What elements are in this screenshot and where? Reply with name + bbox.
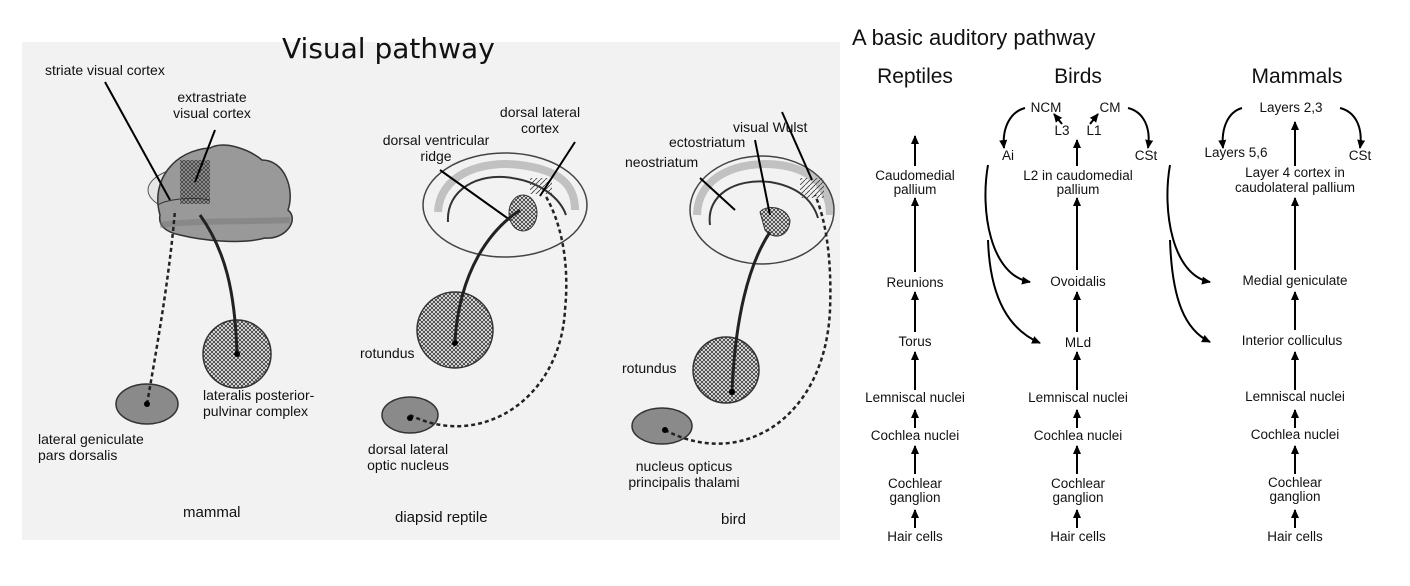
rep-reunions: Reunions — [886, 275, 944, 290]
bird-arrow-ncm-ai — [999, 107, 1026, 149]
bird-l2-2: pallium — [1056, 182, 1100, 197]
label-extrastriate-1: extrastriate — [177, 89, 247, 105]
visual-pathway-panel: Visual pathway striate visual cortex ext… — [22, 32, 840, 540]
bird-hair-cells: Hair cells — [1050, 529, 1106, 544]
bird-mld: MLd — [1064, 335, 1092, 350]
mam-cst: CSt — [1348, 148, 1372, 163]
caption-mammal: mammal — [183, 504, 241, 521]
auditory-arrows — [911, 107, 1366, 528]
mam-arrow-layers23-cst — [1339, 107, 1366, 149]
caption-bird: bird — [721, 511, 747, 528]
bird-ovoidalis: Ovoidalis — [1050, 274, 1106, 289]
label-dvr-2: ridge — [420, 148, 452, 164]
bird-nopt-tract — [664, 194, 832, 445]
bird-l3: L3 — [1054, 123, 1070, 138]
mam-layers56: Layers 5,6 — [1204, 145, 1268, 160]
mammal-lp-tract — [198, 214, 239, 355]
bird-ganglion-1: Cochlear — [1050, 476, 1106, 491]
reptile-cortex — [446, 175, 567, 223]
bird-rotundus — [692, 336, 760, 404]
bird-ganglion-2: ganglion — [1052, 490, 1104, 505]
bird-cst: CSt — [1134, 148, 1158, 163]
rep-ganglion-2: ganglion — [889, 490, 941, 505]
label-lp-1: lateralis posterior- — [203, 387, 315, 403]
label-striate-cortex: striate visual cortex — [45, 62, 165, 78]
header-mammals: Mammals — [1251, 65, 1343, 88]
scan-background — [22, 42, 840, 540]
rep-cochlea: Cochlea nuclei — [870, 428, 960, 443]
bird-l2-1: L2 in caudomedial — [1023, 168, 1133, 183]
bird-arrow-cm-cst — [1127, 107, 1154, 149]
bird-cm: CM — [1099, 100, 1121, 115]
mam-arrow-layers56-medgen — [1166, 164, 1211, 285]
bird-brain — [631, 111, 835, 445]
label-ectostriatum: ectostriatum — [669, 134, 746, 150]
bird-cortex — [708, 180, 819, 226]
bird-ncm: NCM — [1030, 100, 1062, 115]
rep-pallium-2: pallium — [893, 182, 937, 197]
mam-l4-1: Layer 4 cortex in — [1245, 165, 1345, 180]
rep-pallium-1: Caudomedial — [875, 168, 955, 183]
striate-pointer — [104, 81, 171, 201]
header-birds: Birds — [1054, 65, 1102, 88]
bird-arrow-ai-mld — [987, 239, 1041, 344]
mam-cochlea: Cochlea nuclei — [1250, 427, 1340, 442]
mam-ganglion-1: Cochlear — [1267, 475, 1323, 490]
bird-lemniscal: Lemniscal nuclei — [1028, 390, 1128, 405]
mam-arrow-layers56-infcol — [1169, 239, 1211, 343]
auditory-pathway-title: A basic auditory pathway — [852, 25, 1096, 50]
label-reptile-rotundus: rotundus — [360, 345, 415, 361]
label-lgn-2: pars dorsalis — [38, 447, 118, 463]
rep-torus: Torus — [898, 334, 932, 349]
label-dvr-1: dorsal ventricular — [382, 132, 490, 148]
bird-cochlea: Cochlea nuclei — [1033, 428, 1123, 443]
mam-infcol: Interior colliculus — [1241, 333, 1343, 348]
bird-arrow-to-l1 — [1089, 113, 1099, 125]
label-lp-2: pulvinar complex — [203, 403, 309, 419]
mam-medgen: Medial geniculate — [1242, 273, 1348, 288]
bird-l1: L1 — [1086, 123, 1102, 138]
rep-ganglion-1: Cochlear — [887, 476, 943, 491]
label-bird-rotundus: rotundus — [622, 360, 677, 376]
dvr-region — [508, 194, 538, 232]
mammal-brain — [104, 81, 294, 425]
extrastriate-pointer — [194, 129, 216, 183]
label-lgn-1: lateral geniculate — [38, 431, 144, 447]
mam-arrow-layers23-layers56 — [1218, 107, 1243, 149]
label-nopt-1: nucleus opticus — [635, 458, 733, 474]
auditory-pathway-panel: A basic auditory pathway Reptiles Birds … — [840, 0, 1410, 586]
mam-hair-cells: Hair cells — [1267, 529, 1323, 544]
visual-pathway-figure — [22, 42, 840, 540]
caption-reptile: diapsid reptile — [395, 509, 488, 526]
mam-layers23: Layers 2,3 — [1259, 100, 1323, 115]
visual-pathway-title: Visual pathway — [282, 32, 495, 65]
bird-rotundus-tract — [730, 231, 772, 393]
mam-ganglion-2: ganglion — [1269, 489, 1321, 504]
label-dlon-2: optic nucleus — [367, 457, 449, 473]
label-visual-wulst: visual Wulst — [733, 119, 808, 135]
mam-lemniscal: Lemniscal nuclei — [1245, 389, 1345, 404]
nopt-nucleus — [631, 407, 693, 445]
label-neostriatum: neostriatum — [625, 154, 699, 170]
label-dlon-1: dorsal lateral — [367, 441, 449, 457]
reptile-brain — [381, 141, 588, 434]
bird-arrow-ai-ovoidalis — [984, 164, 1031, 285]
label-dlc-1: dorsal lateral — [499, 104, 581, 120]
label-extrastriate-2: visual cortex — [173, 105, 251, 121]
rep-lemniscal: Lemniscal nuclei — [865, 390, 965, 405]
reptile-rotundus-tract — [453, 208, 521, 341]
reptile-dlon-tract — [409, 194, 568, 428]
header-reptiles: Reptiles — [877, 65, 953, 88]
rep-hair-cells: Hair cells — [887, 529, 943, 544]
mam-l4-2: caudolateral pallium — [1234, 180, 1356, 195]
bird-arrow-to-l3 — [1053, 113, 1063, 125]
label-nopt-2: principalis thalami — [628, 474, 740, 490]
bird-ai: Ai — [1001, 148, 1015, 163]
label-dlc-2: cortex — [520, 120, 560, 136]
